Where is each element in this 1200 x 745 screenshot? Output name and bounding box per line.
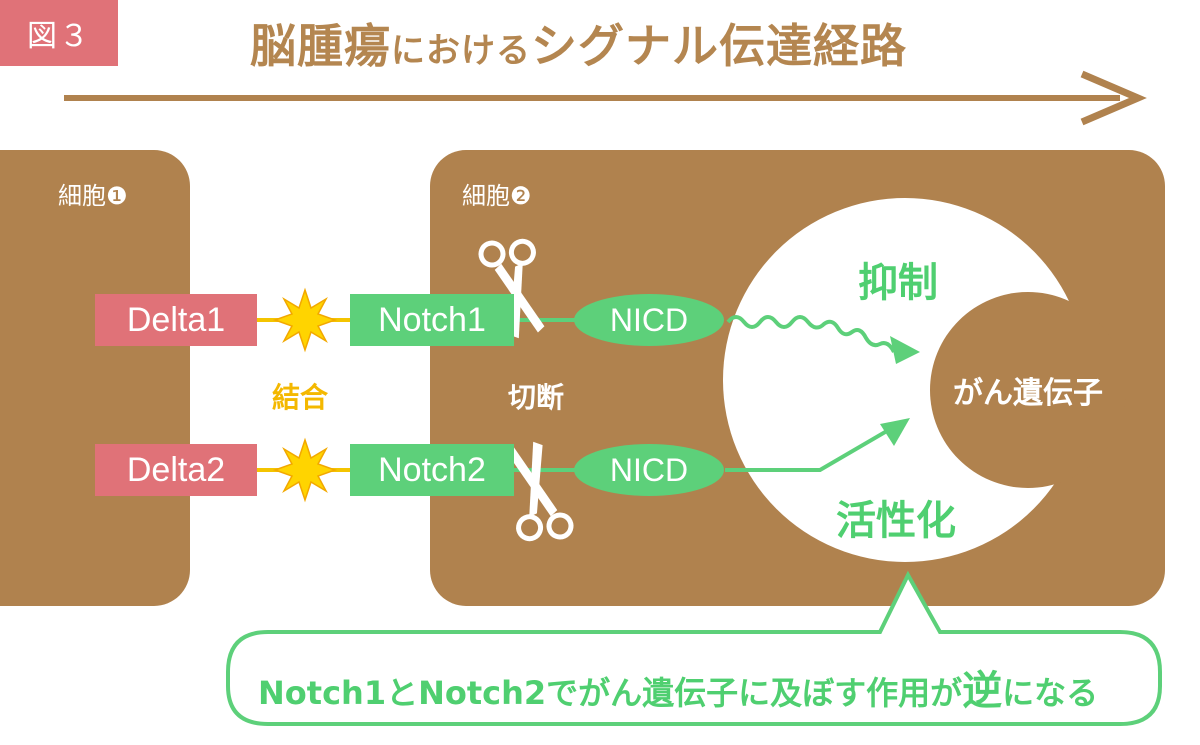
callout-part1: Notch1とNotch2でがん遺伝子に及ぼす作用が <box>258 674 963 712</box>
direction-arrow <box>64 70 1147 126</box>
binding-burst-2 <box>272 437 338 503</box>
binding-label: 結合 <box>272 381 329 414</box>
inhibition-wave <box>726 315 896 353</box>
title-part3: シグナル伝達経路 <box>531 19 907 73</box>
title-part1: 脳腫瘍 <box>250 19 391 73</box>
activation-arrowhead <box>880 418 910 446</box>
cell-2-label: 細胞❷ <box>462 182 532 210</box>
cell-1-label: 細胞❶ <box>58 182 128 210</box>
nicd-2: NICD <box>574 444 724 496</box>
inhibition-arrowhead <box>890 336 920 364</box>
cell-1 <box>0 150 190 606</box>
title-part2: における <box>391 31 531 71</box>
scissors-icon <box>507 441 574 542</box>
binding-burst-1 <box>272 287 338 353</box>
callout-emphasis: 逆 <box>962 668 1003 714</box>
effect-activate: 活性化 <box>836 498 956 544</box>
diagram-title: 脳腫瘍におけるシグナル伝達経路 <box>250 10 907 76</box>
callout-part2: になる <box>1002 674 1099 712</box>
receptor-notch1: Notch1 <box>350 294 514 346</box>
nicd-1: NICD <box>574 294 724 346</box>
ligand-delta1: Delta1 <box>95 294 257 346</box>
cleavage-label: 切断 <box>508 381 565 414</box>
figure-label: 図３ <box>0 0 118 66</box>
target-gene: がん遺伝子 <box>930 292 1126 488</box>
receptor-notch2: Notch2 <box>350 444 514 496</box>
effect-inhibit: 抑制 <box>858 260 938 306</box>
callout-text: Notch1とNotch2でがん遺伝子に及ぼす作用が逆になる <box>258 658 1098 716</box>
ligand-delta2: Delta2 <box>95 444 257 496</box>
activation-line <box>725 426 894 472</box>
callout-bubble <box>226 570 1162 726</box>
